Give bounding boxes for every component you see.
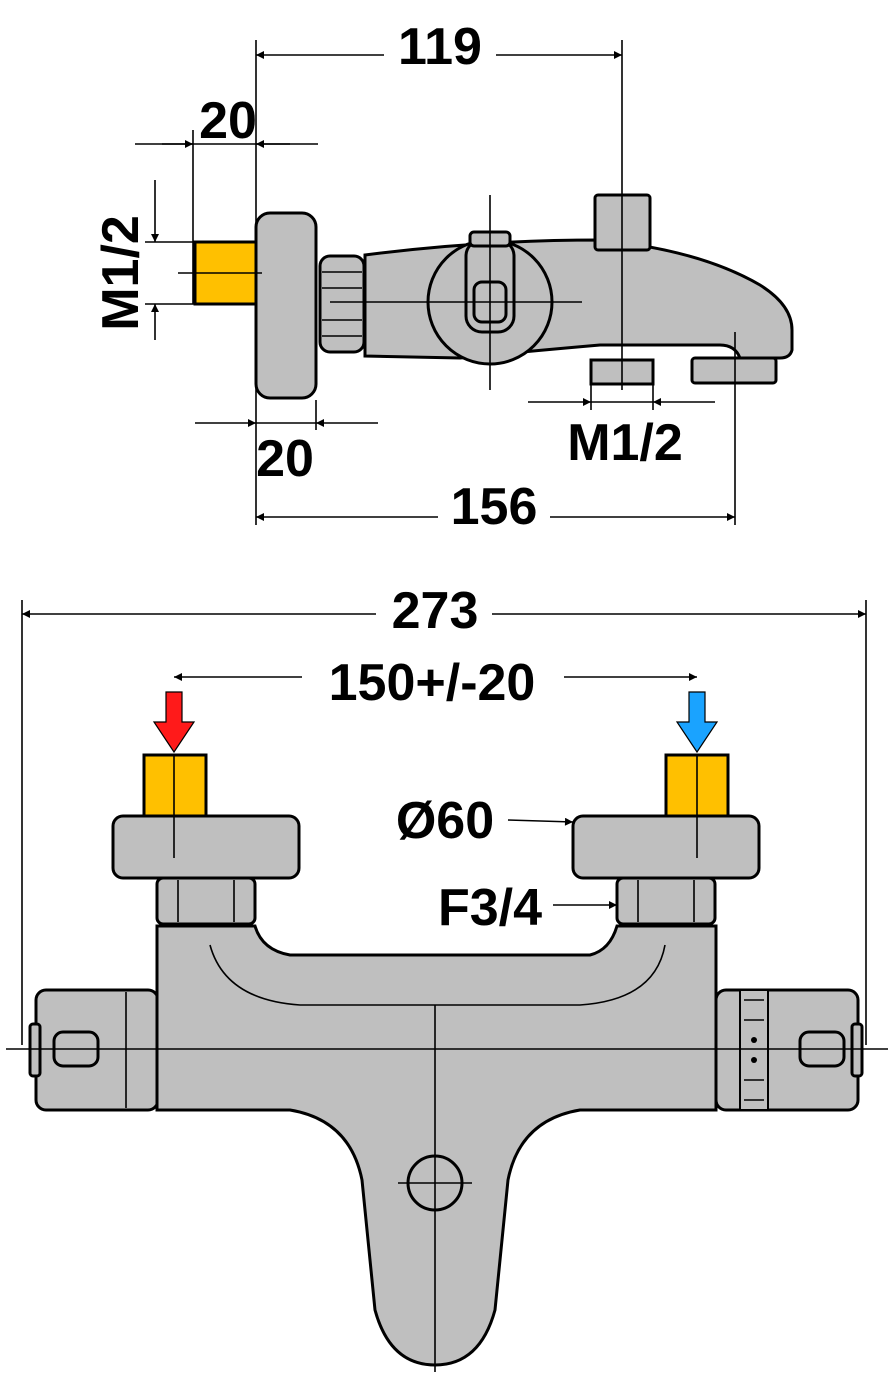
wall-flange	[254, 211, 318, 400]
dim-119: 119	[398, 18, 482, 76]
front-view: 273 150+/-20 Ø60 F3/4	[6, 582, 888, 1372]
body-recess	[209, 944, 666, 1006]
cold-nut	[615, 876, 717, 926]
mixer-body-front	[155, 924, 718, 1367]
dim-273: 273	[392, 582, 479, 640]
dim-150: 150+/-20	[329, 654, 536, 712]
dim-m12-left: M1/2	[92, 215, 150, 331]
dim-156: 156	[451, 478, 538, 536]
dim-20-bottom: 20	[256, 430, 314, 488]
cold-flange	[571, 814, 761, 880]
dim-m12-outlet: M1/2	[567, 414, 683, 472]
dim-20-top: 20	[199, 92, 257, 150]
temperature-scale-ring	[739, 989, 769, 1111]
cold-inlet-arrow	[675, 691, 719, 754]
dim-f34: F3/4	[438, 879, 542, 937]
dim-o60: Ø60	[396, 792, 494, 850]
inlet-nut	[318, 254, 366, 354]
side-view: 119 20 M1/2 20 M1/2 156	[92, 18, 794, 536]
hot-inlet-arrow	[152, 691, 196, 754]
hot-flange	[111, 814, 301, 880]
hot-connector	[142, 753, 208, 819]
outlet-bottom-right	[690, 356, 778, 385]
hot-nut	[155, 876, 257, 926]
